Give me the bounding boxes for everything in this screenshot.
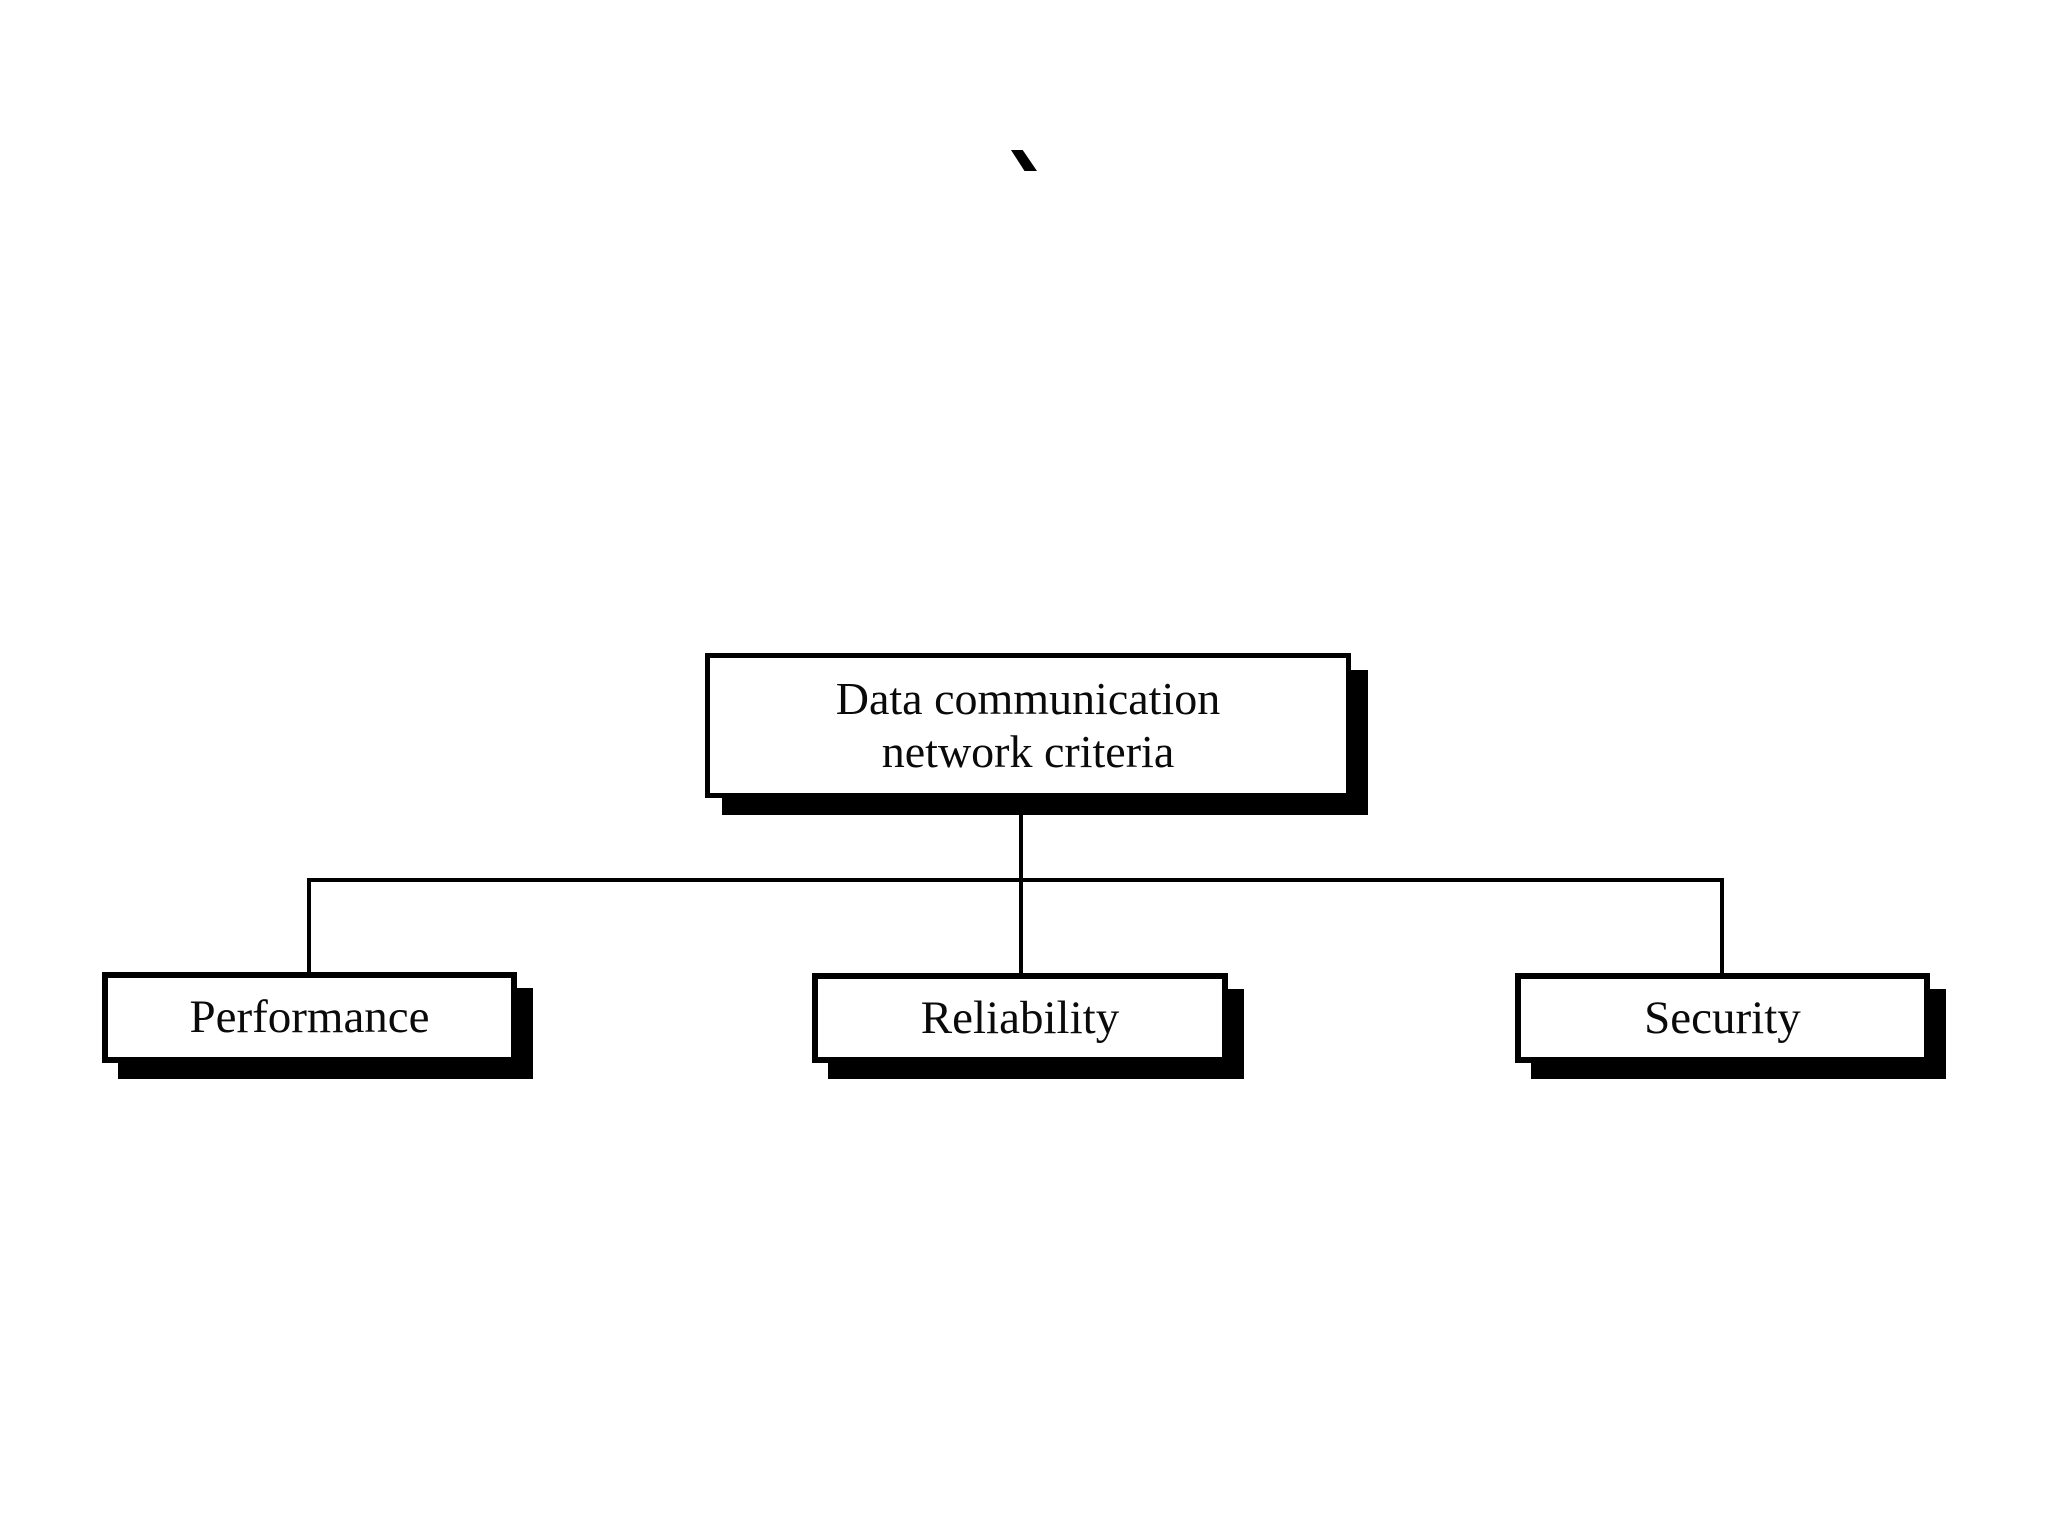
node-root-label-line1: Data communication <box>835 673 1221 725</box>
node-security: Security <box>1515 973 1930 1063</box>
node-performance: Performance <box>102 972 517 1063</box>
node-security-label: Security <box>1644 991 1801 1044</box>
node-root-label-line2: network criteria <box>881 725 1175 777</box>
node-root-criteria: Data communication network criteria <box>705 653 1351 798</box>
node-performance-label: Performance <box>189 991 430 1043</box>
node-reliability: Reliability <box>812 973 1228 1063</box>
node-reliability-label: Reliability <box>920 991 1120 1044</box>
